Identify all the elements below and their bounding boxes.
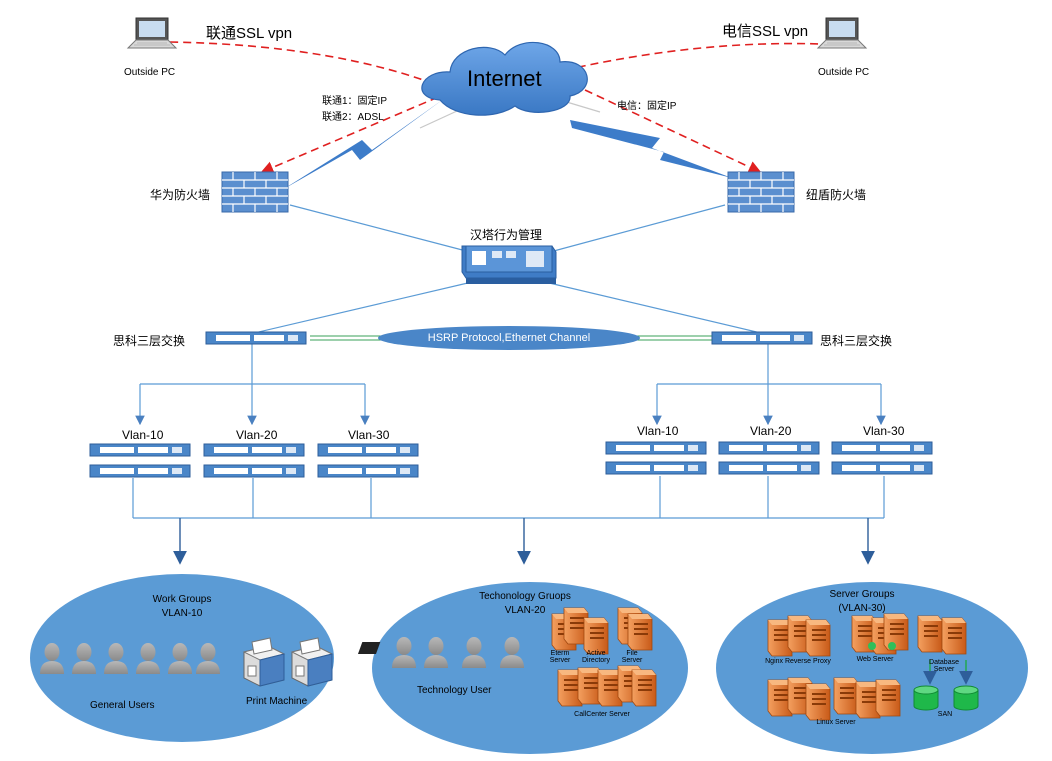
vlan-label: Vlan-10 (637, 424, 679, 438)
outside-pc-right-label: Outside PC (818, 67, 870, 78)
bolt-left (282, 98, 445, 190)
vlan-label: Vlan-20 (750, 424, 792, 438)
core-switch-left-label: 思科三层交换 (113, 334, 186, 348)
vlan-label: Vlan-20 (236, 428, 278, 442)
laptop-right-icon (817, 17, 867, 49)
nginx-label: Nginx Reverse Proxy (765, 658, 831, 665)
bolt-right (570, 120, 732, 178)
core-switch-right (711, 331, 813, 345)
group-arrows (173, 518, 875, 565)
laptop-left-icon (127, 17, 177, 49)
database-server-label: Database Server (929, 659, 959, 673)
access-switches-left (89, 443, 419, 478)
behavior-mgmt-label: 汉塔行为管理 (470, 228, 543, 242)
web-server-label: Web Server (856, 656, 894, 663)
technology-user-label: Technology User (417, 685, 492, 696)
outside-pc-left-label: Outside PC (124, 67, 176, 78)
internet-label: Internet (467, 66, 542, 91)
work-group-title: Work Groups (152, 594, 212, 605)
internet-cloud (421, 41, 588, 116)
server-group-title: Server Groups (829, 589, 895, 600)
unicom-line1-label: 联通1：固定IP (322, 96, 388, 107)
core-switch-left (205, 331, 307, 345)
server-group-vlan: (VLAN-30) (838, 603, 886, 614)
firewall-right-icon (727, 171, 795, 213)
unicom-line2-label: 联通2：ADSL (322, 112, 384, 123)
tech-group-ellipse (372, 582, 688, 754)
firewall-left-label: 华为防火墙 (150, 188, 211, 202)
linux-server-label: Linux Server (816, 719, 856, 726)
general-users-label: General Users (90, 700, 155, 711)
callcenter-server-label: CallCenter Server (574, 711, 630, 718)
vlan-label: Vlan-30 (863, 424, 905, 438)
active-directory-label: Active Directory (581, 650, 610, 664)
hsrp-ellipse: HSRP Protocol,Ethernet Channel (378, 326, 640, 350)
vlan-label: Vlan-30 (348, 428, 390, 442)
vpn-lines (169, 41, 821, 174)
tech-servers-icons (357, 607, 657, 707)
server-group-icons (767, 613, 979, 721)
access-switches-right (605, 441, 933, 475)
san-label: SAN (937, 711, 953, 718)
vpn-left-label: 联通SSL vpn (206, 25, 293, 42)
firewall-right-label: 纽盾防火墙 (806, 188, 867, 202)
behavior-mgmt-device (461, 245, 557, 284)
san-disk-1 (913, 685, 939, 711)
core-switch-right-label: 思科三层交换 (820, 334, 893, 348)
work-group-vlan: VLAN-10 (161, 608, 203, 619)
connection-lines (132, 99, 886, 519)
file-server-label: File Server (621, 650, 643, 664)
vlan-label: Vlan-10 (122, 428, 164, 442)
firewall-left-icon (221, 171, 289, 213)
telecom-label: 电信：固定IP (617, 101, 677, 112)
san-disk-2 (953, 685, 979, 711)
tech-group-vlan: VLAN-20 (504, 605, 546, 616)
vpn-right-label: 电信SSL vpn (722, 23, 809, 40)
eterm-server-label: Eterm Server (549, 650, 571, 664)
tech-group-title: Techonology Gruops (479, 591, 571, 602)
print-machine-label: Print Machine (246, 696, 308, 707)
